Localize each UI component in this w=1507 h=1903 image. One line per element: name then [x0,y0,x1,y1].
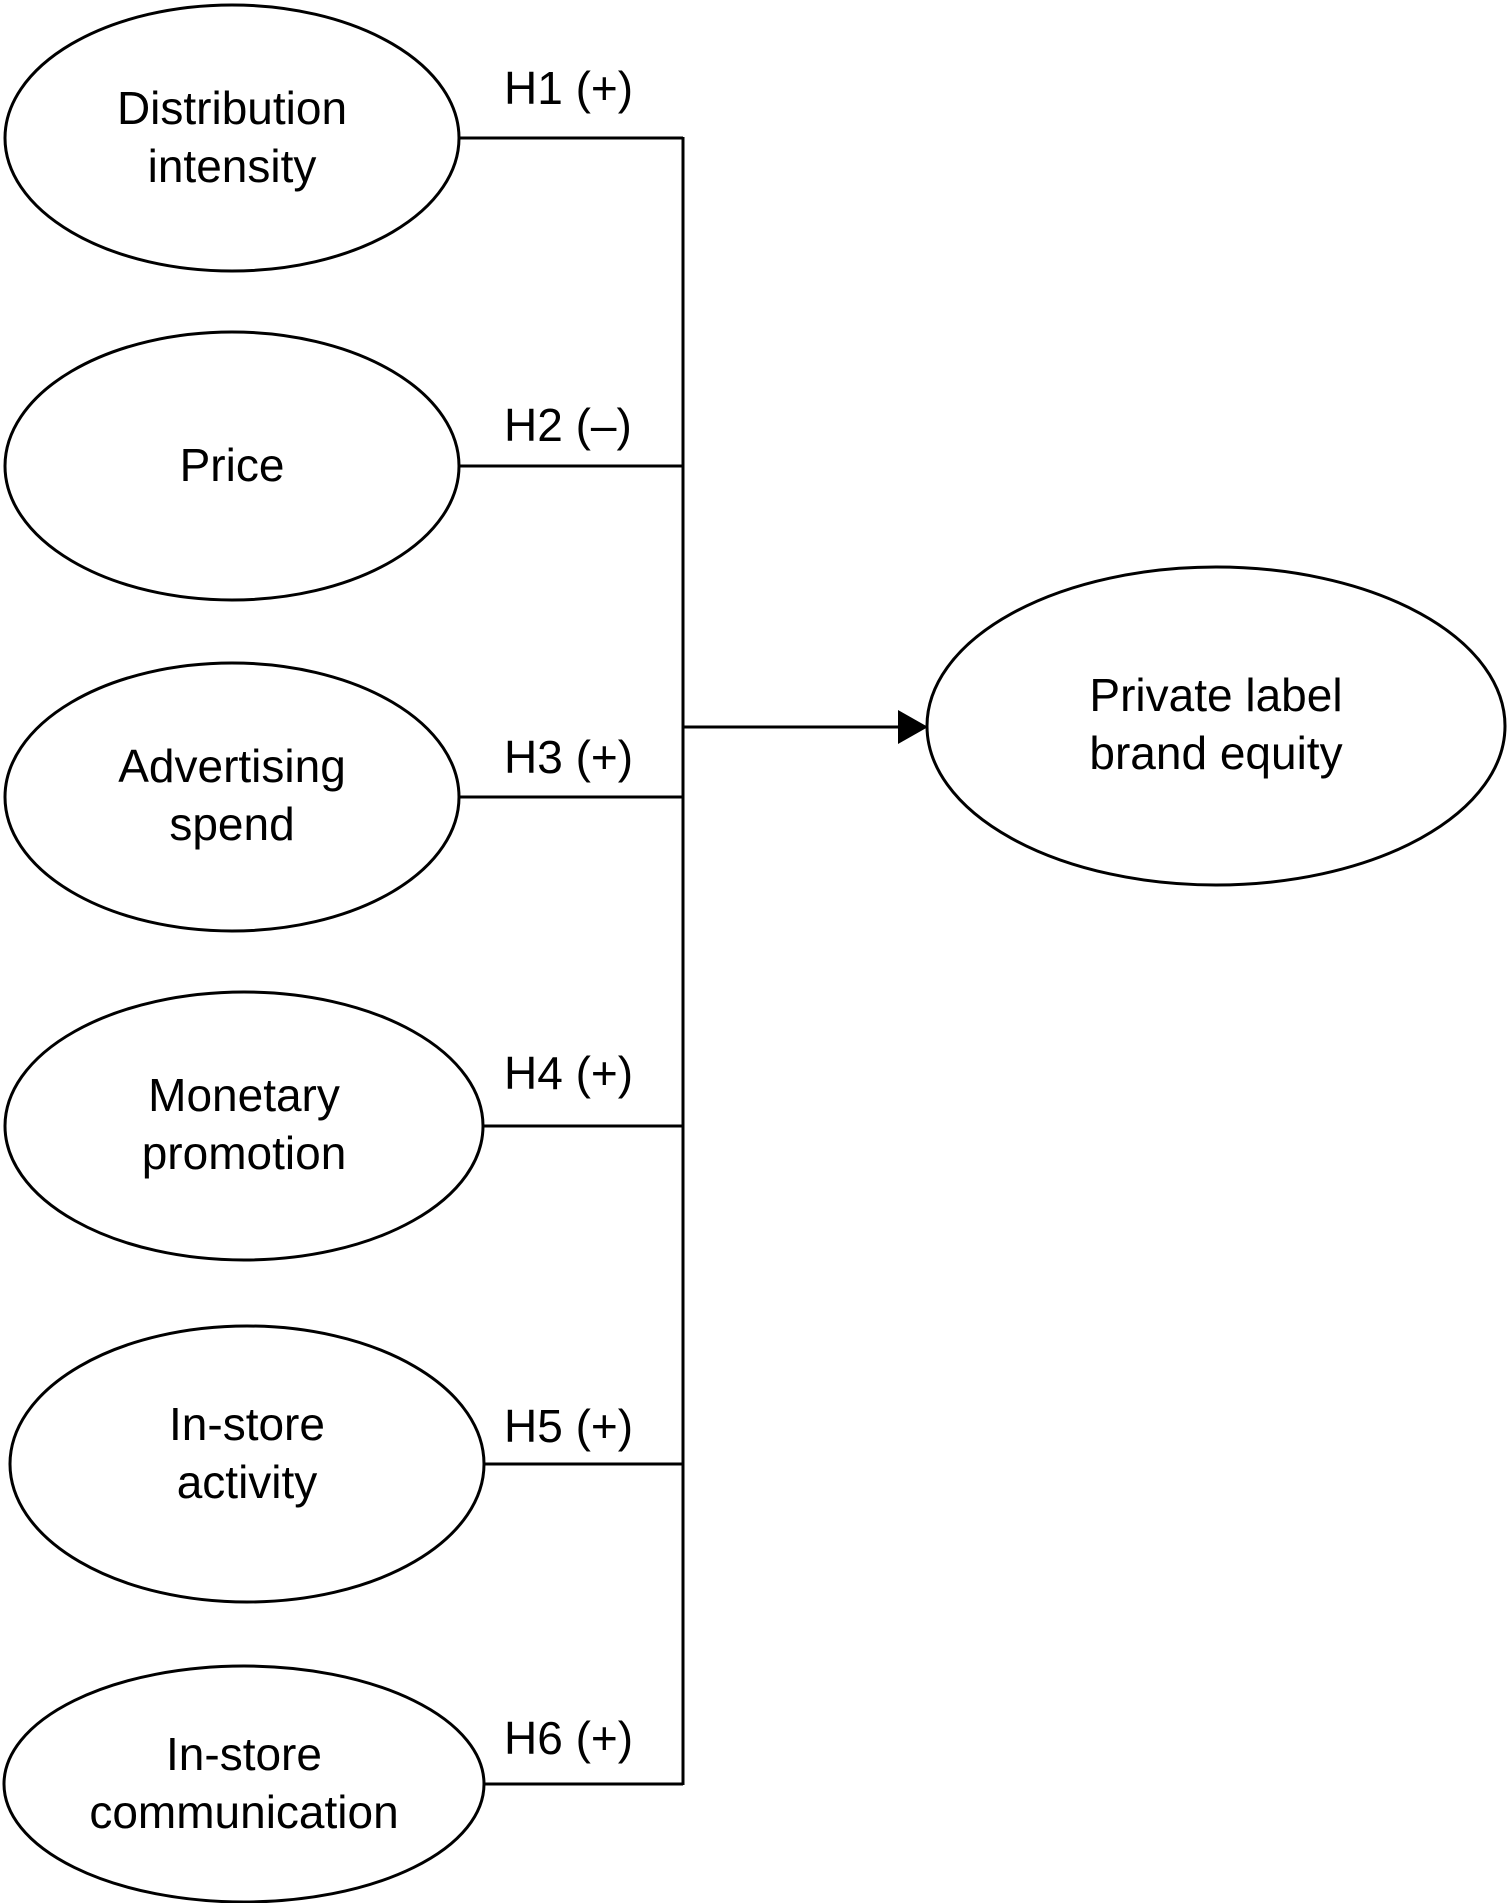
hypothesis-label-h1: H1 (+) [504,62,633,114]
node-in-store-communication: In-store communication [2,1664,486,1903]
node-label-line: Private label [1089,669,1342,721]
node-label-line: brand equity [1089,727,1342,779]
hypothesis-label-h4: H4 (+) [504,1047,633,1099]
node-label-line: promotion [142,1127,347,1179]
node-label-line: In-store [166,1728,322,1780]
node-label-line: Distribution [117,82,347,134]
hypothesis-label-h6: H6 (+) [504,1712,633,1764]
node-distribution-intensity: Distribution intensity [3,3,461,273]
node-private-label-brand-equity: Private label brand equity [925,565,1507,887]
node-label-line: spend [169,798,294,850]
hypothesis-label-h3: H3 (+) [504,731,633,783]
hypothesis-label-h2: H2 (–) [504,399,632,451]
arrowhead [898,710,928,744]
node-advertising-spend: Advertising spend [3,661,461,933]
node-price: Price [3,330,461,602]
hypothesis-label-h5: H5 (+) [504,1400,633,1452]
node-label-line: Advertising [118,740,346,792]
node-label-line: intensity [148,140,317,192]
node-in-store-activity: In-store activity [8,1324,486,1604]
node-label-line: activity [177,1456,318,1508]
node-label-line: communication [89,1786,398,1838]
node-label-line: In-store [169,1398,325,1450]
node-label-line: Price [180,439,285,491]
node-label-line: Monetary [148,1069,340,1121]
node-monetary-promotion: Monetary promotion [3,990,485,1262]
